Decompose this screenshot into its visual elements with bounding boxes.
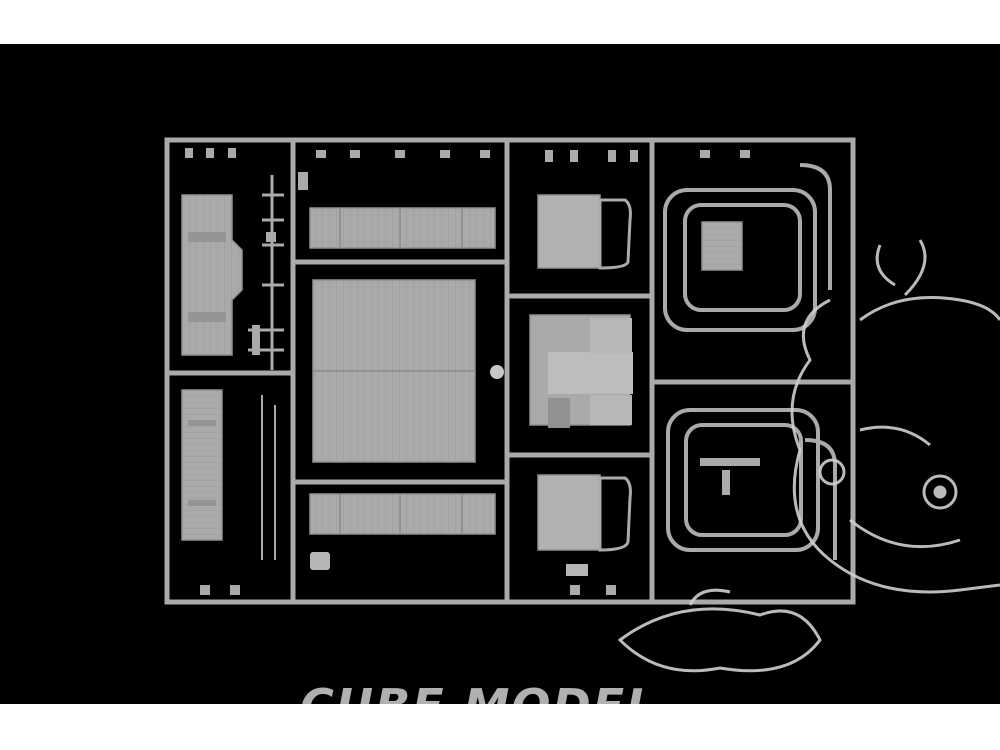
sprue-frame xyxy=(164,137,856,605)
left-small-parts-fill xyxy=(252,172,308,355)
sprue-gates xyxy=(185,148,750,595)
small-tag-part xyxy=(566,564,588,576)
small-lever-parts xyxy=(700,458,760,495)
window-frame-top xyxy=(663,163,832,332)
small-box-part xyxy=(310,552,330,570)
seat-part xyxy=(701,221,743,271)
door-panel-top xyxy=(537,194,632,270)
cargo-bed-floor xyxy=(312,279,476,463)
door-panel-bottom xyxy=(537,474,632,552)
side-board-bottom xyxy=(309,493,496,535)
round-knob xyxy=(490,365,504,379)
window-frame-bottom xyxy=(666,408,837,560)
left-lower-panel xyxy=(181,389,276,560)
cartoon-face-mascot-icon xyxy=(617,239,1000,673)
side-board-top xyxy=(309,207,496,249)
bottom-border xyxy=(0,704,1000,750)
left-small-parts xyxy=(248,175,284,370)
left-upper-panel xyxy=(181,194,243,356)
cab-interior-block xyxy=(529,314,633,428)
